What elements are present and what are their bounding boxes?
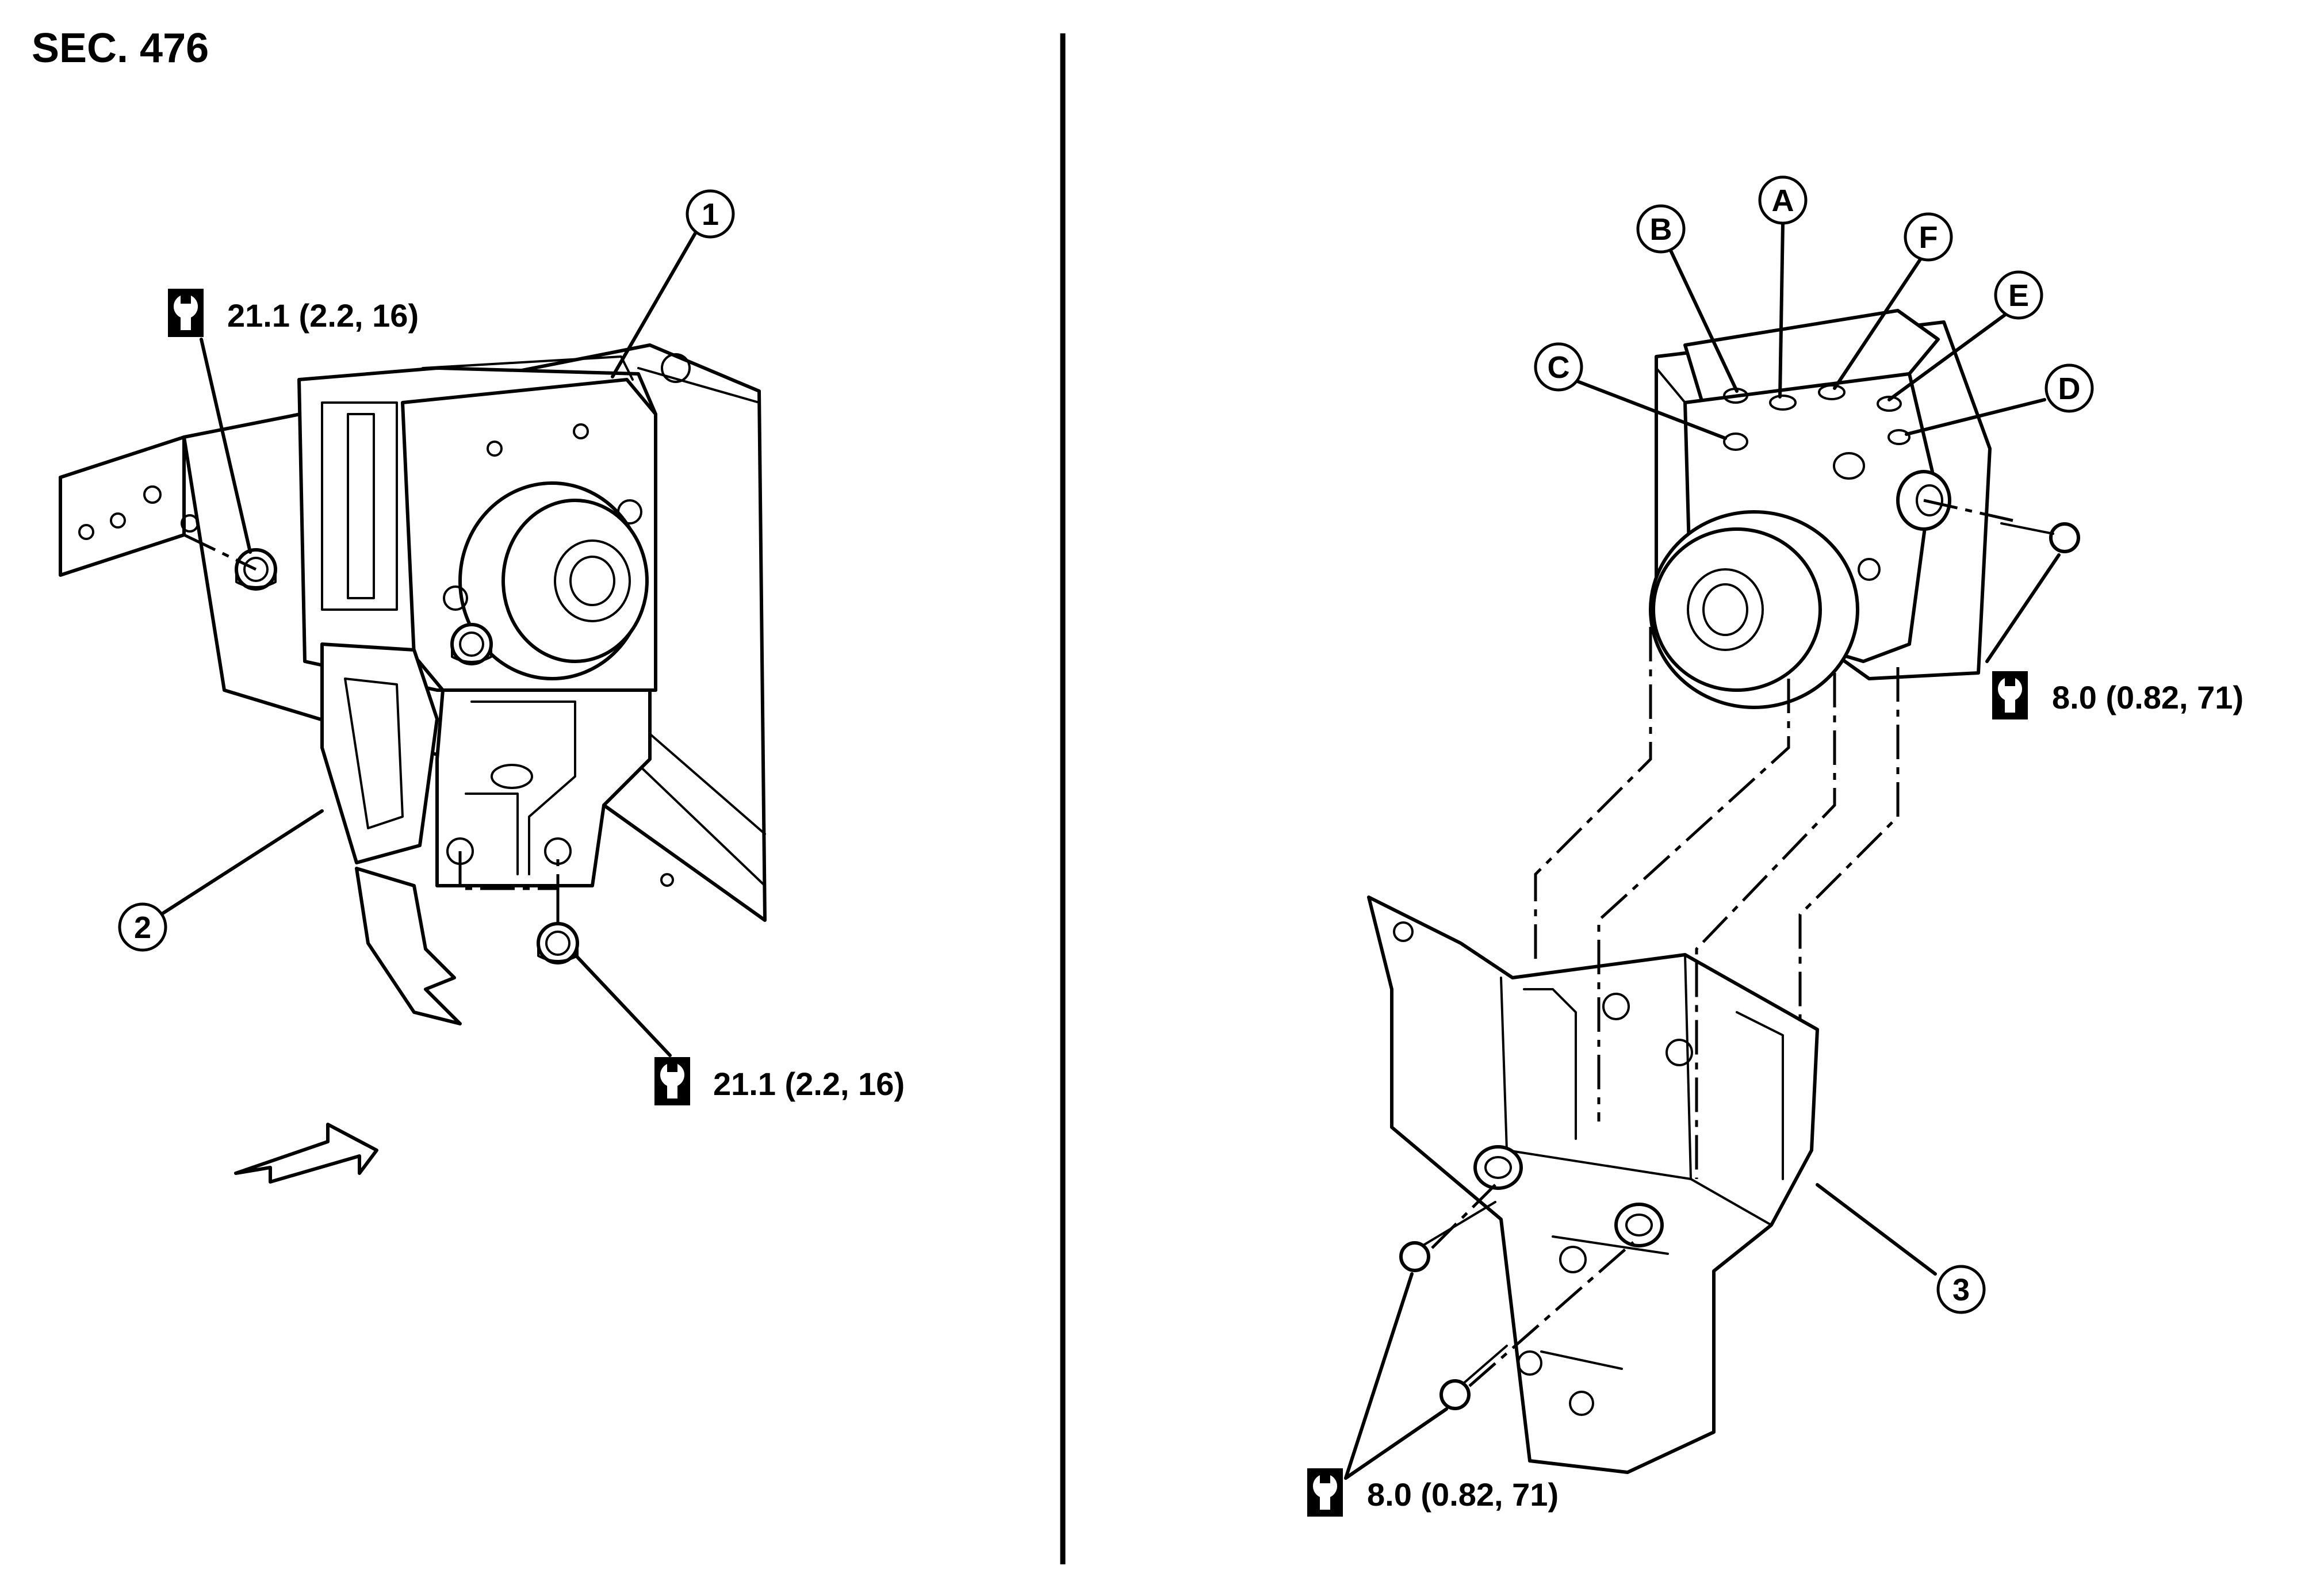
svg-text:B: B xyxy=(1650,212,1672,247)
svg-text:21.1 (2.2, 16): 21.1 (2.2, 16) xyxy=(713,1066,905,1102)
svg-text:F: F xyxy=(1919,220,1938,255)
callout-F: F xyxy=(1904,212,1953,262)
torque-spec-lower-left: 21.1 (2.2, 16) xyxy=(654,1057,905,1105)
callout-1: 1 xyxy=(686,189,735,239)
torque-spec-actuator-bolt: 8.0 (0.82, 71) xyxy=(1992,671,2243,719)
callout-B: B xyxy=(1636,204,1686,254)
svg-text:D: D xyxy=(2058,372,2081,406)
svg-text:E: E xyxy=(2008,278,2029,313)
torque-wrench-icon xyxy=(1992,671,2028,719)
torque-wrench-icon xyxy=(654,1057,690,1105)
callout-D: D xyxy=(2044,363,2094,413)
left-assembly-illustration xyxy=(59,343,767,1184)
callout-A: A xyxy=(1758,175,1808,225)
svg-text:2: 2 xyxy=(134,910,151,945)
callout-C: C xyxy=(1534,342,1583,392)
torque-wrench-icon xyxy=(1307,1468,1343,1517)
torque-wrench-icon xyxy=(168,289,204,337)
callout-E: E xyxy=(1994,270,2043,320)
torque-spec-upper-left: 21.1 (2.2, 16) xyxy=(168,289,419,337)
svg-text:8.0 (0.82, 71): 8.0 (0.82, 71) xyxy=(2052,679,2243,715)
right-exploded-illustration xyxy=(1367,309,2080,1474)
torque-spec-bracket-bolts: 8.0 (0.82, 71) xyxy=(1307,1468,1559,1517)
svg-text:21.1 (2.2, 16): 21.1 (2.2, 16) xyxy=(227,297,419,334)
svg-text:1: 1 xyxy=(702,197,719,232)
svg-text:3: 3 xyxy=(1952,1273,1970,1307)
svg-text:8.0 (0.82, 71): 8.0 (0.82, 71) xyxy=(1367,1476,1559,1513)
callout-2: 2 xyxy=(118,902,167,952)
callout-3: 3 xyxy=(1936,1265,1986,1314)
section-number: SEC. 476 xyxy=(32,25,209,71)
svg-text:C: C xyxy=(1548,350,1570,385)
svg-text:A: A xyxy=(1772,183,1794,218)
front-direction-arrow-icon xyxy=(234,1123,378,1184)
